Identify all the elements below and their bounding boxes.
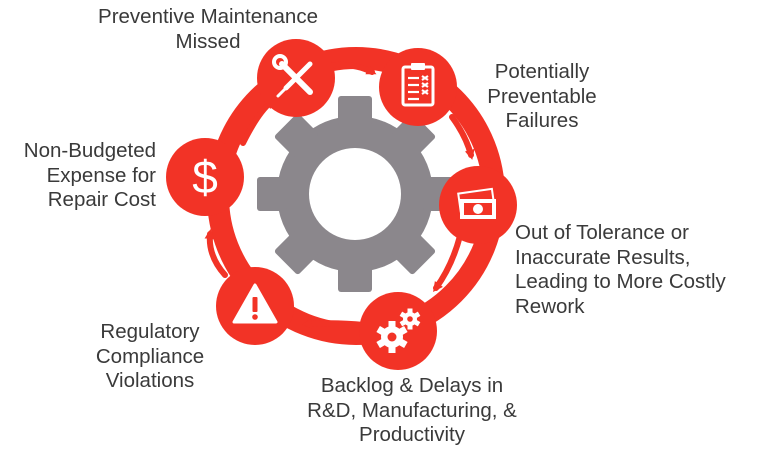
step-3-badge bbox=[439, 166, 517, 244]
step-2-label: Potentially Preventable Failures bbox=[487, 60, 597, 132]
arrow-5 bbox=[204, 229, 228, 278]
gear-icon bbox=[257, 96, 453, 292]
arrow-3 bbox=[433, 233, 463, 293]
step-4-label: Backlog & Delays in R&D, Manufacturing, … bbox=[307, 374, 517, 446]
step-5-badge bbox=[216, 267, 294, 345]
gears-icon bbox=[376, 308, 421, 353]
dollar-sign-icon: $ bbox=[192, 151, 218, 203]
money-bills-icon bbox=[457, 187, 496, 219]
warning-triangle-icon bbox=[232, 283, 278, 324]
step-2-badge bbox=[379, 48, 457, 126]
arrow-2 bbox=[449, 114, 475, 160]
step-6-label: Non-Budgeted Expense for Repair Cost bbox=[23, 139, 156, 211]
step-1-badge bbox=[257, 39, 335, 117]
step-1-label: Preventive Maintenance Missed bbox=[98, 5, 318, 53]
step-6-badge: $ bbox=[166, 138, 244, 216]
step-4-badge bbox=[359, 292, 437, 370]
checklist-clipboard-icon bbox=[401, 63, 435, 107]
step-5-label: Regulatory Compliance Violations bbox=[95, 320, 205, 392]
step-3-label: Out of Tolerance or Inaccurate Results, … bbox=[515, 221, 726, 318]
arrow-4 bbox=[302, 318, 367, 329]
wrench-screwdriver-icon bbox=[272, 54, 313, 98]
